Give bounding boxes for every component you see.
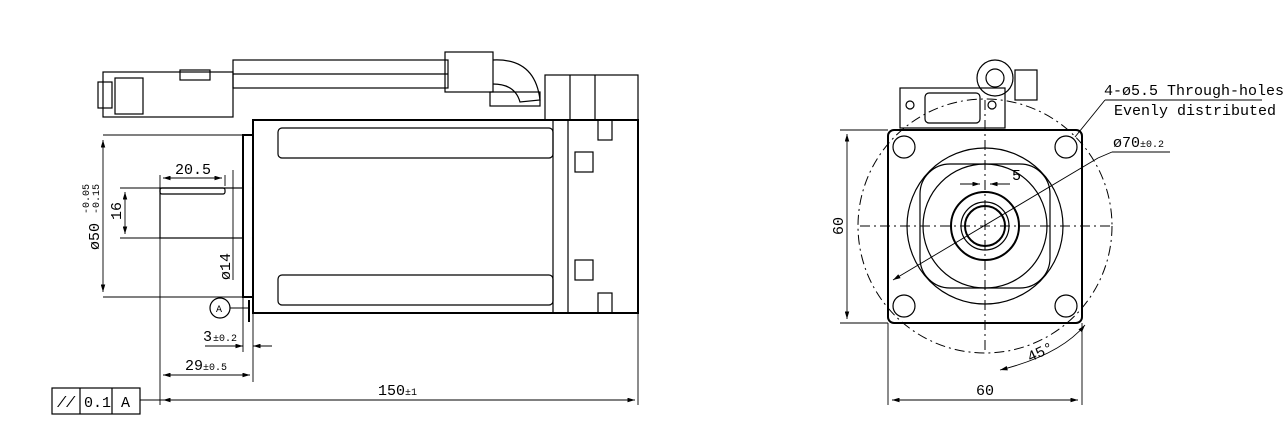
dim-bolt-circle-tol-label: ±0.2 (1140, 140, 1164, 151)
connector-cable (97, 51, 639, 121)
dim-key-length-label: 20.5 (175, 162, 211, 179)
bolt-circle (857, 98, 1113, 354)
value-label: 0.1 (84, 395, 111, 412)
connector-top (899, 59, 1038, 129)
dim-pilot-tol-upper-label: -0.05 (82, 184, 93, 214)
dim-pilot-tol-lower-label: -0.15 (92, 184, 103, 214)
dim-flange-tol-label: ±0.2 (213, 334, 237, 345)
dim-key-offset-label: 5 (1012, 168, 1021, 185)
dim-angle-label: 45° (1025, 340, 1057, 367)
dim-total-length-label: 150 (378, 383, 405, 400)
symbol-label: // (57, 395, 76, 412)
dim-bolt-circle-label: ø70 (1113, 135, 1140, 152)
datum-label-label: A (216, 305, 222, 316)
dimensions-side: ø50 -0.05 -0.15 16 20.5 ø14 A 3 ±0.2 (82, 134, 639, 405)
motor-body (252, 119, 639, 314)
dim-height-label: 60 (831, 217, 848, 235)
dim-flange-thickness-label: 3 (203, 329, 212, 346)
side-view: ø50 -0.05 -0.15 16 20.5 ø14 A 3 ±0.2 (51, 51, 639, 415)
holes-note-line2-label: Evenly distributed (1114, 103, 1276, 120)
dim-shaft-diameter-label: ø14 (218, 253, 235, 280)
dim-key-height-label: 16 (109, 202, 126, 220)
mounting-holes (892, 135, 1078, 318)
holes-note-line1-label: 4-ø5.5 Through-holes (1104, 83, 1284, 100)
front-view: 60 60 5 4-ø5.5 Through-holes Evenly dist… (831, 59, 1284, 405)
dim-pilot-diameter-label: ø50 (87, 223, 104, 250)
dim-shaft-tol-label: ±0.5 (203, 363, 227, 374)
dim-total-tol-label: ±1 (405, 388, 417, 399)
shaft (159, 187, 244, 239)
datum-label: A (121, 395, 130, 412)
dim-shaft-length-label: 29 (185, 358, 203, 375)
tolerance-frame: // 0.1 A (51, 387, 141, 415)
dimensions-front: 60 60 5 4-ø5.5 Through-holes Evenly dist… (831, 83, 1284, 405)
dim-width-label: 60 (976, 383, 994, 400)
flange (242, 134, 254, 298)
